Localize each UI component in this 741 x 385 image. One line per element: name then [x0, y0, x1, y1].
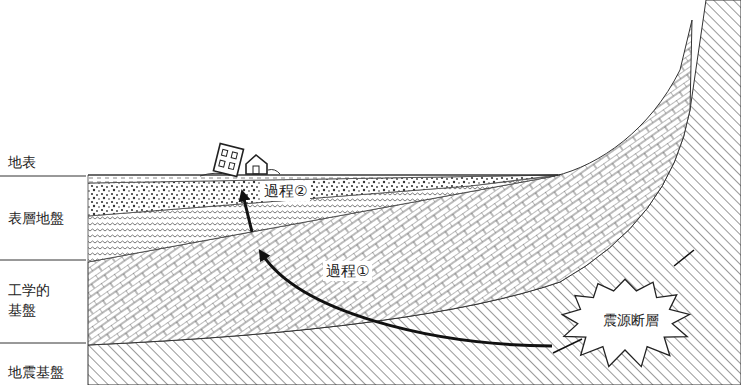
shake-mark: [268, 170, 280, 175]
tilted-building: [213, 144, 243, 177]
layer-label: 表層地盤: [8, 208, 82, 228]
topsoil-layer: [88, 175, 558, 183]
process-label: 過程②: [261, 181, 310, 201]
layer-separator: [0, 343, 86, 344]
starburst-shape: [562, 279, 689, 366]
propagation-arrow: [262, 254, 552, 346]
ground-surface: [88, 174, 560, 175]
damaged-buildings: [200, 144, 280, 177]
layer-label: 地表: [8, 152, 68, 172]
ground-line: [0, 176, 86, 177]
fault-burst: 震源断層: [555, 270, 695, 370]
layer-label: 工学的基盤: [8, 280, 52, 320]
house: [246, 155, 267, 174]
process-label: 過程①: [323, 261, 372, 281]
fault-trace: [553, 339, 582, 353]
layer-separator: [0, 260, 86, 261]
gravel-layer: [88, 175, 558, 216]
seismic-bedrock: [88, 0, 741, 385]
fault-label: 震源断層: [603, 311, 659, 329]
amplification-arrow: [243, 195, 252, 232]
layer-label: 地震基盤: [8, 362, 82, 382]
fault-trace: [674, 250, 694, 266]
